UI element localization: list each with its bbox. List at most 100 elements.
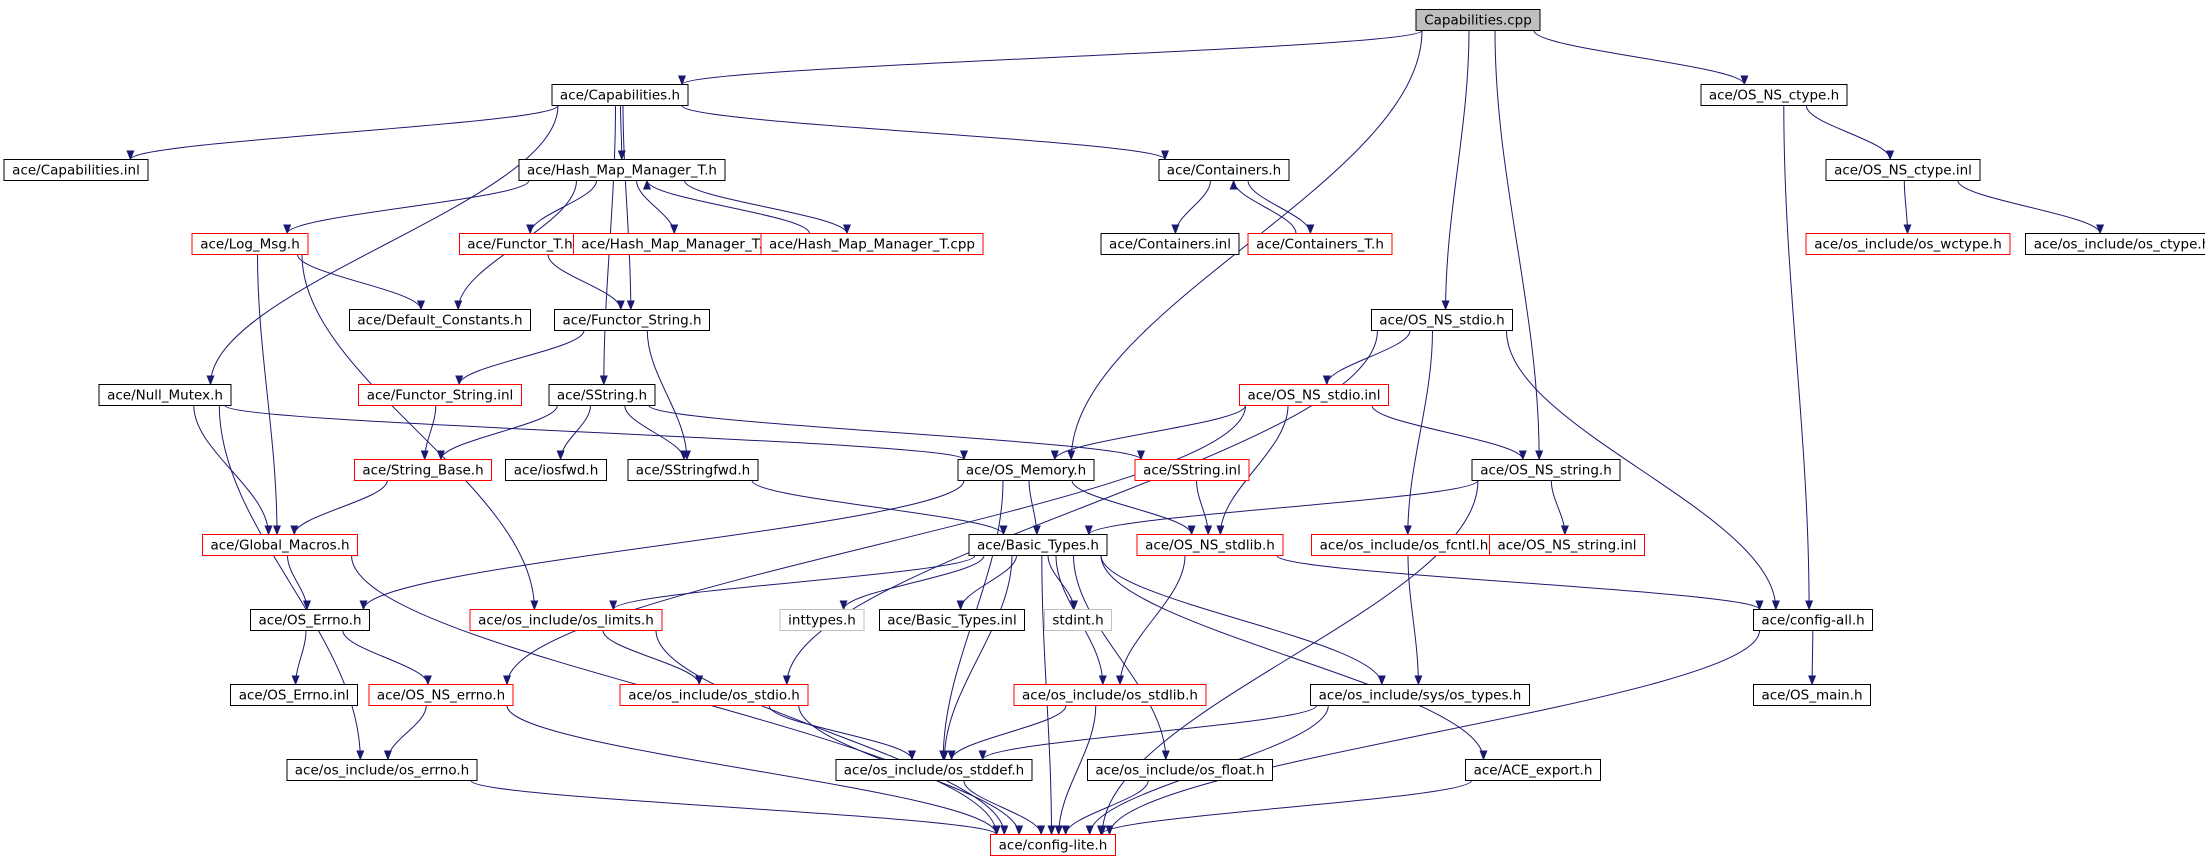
node-sstring-inl[interactable]: ace/SString.inl	[1134, 459, 1250, 481]
edge-cap-h-to-cap-inl	[126, 105, 559, 161]
node-basic-inl[interactable]: ace/Basic_Types.inl	[879, 609, 1025, 631]
node-cap-h[interactable]: ace/Capabilities.h	[551, 84, 689, 106]
node-ostypes[interactable]: ace/os_include/sys/os_types.h	[1310, 684, 1530, 706]
node-sstring-h[interactable]: ace/SString.h	[548, 384, 656, 406]
node-label: ace/OS_Errno.h	[258, 613, 361, 629]
node-label: ace/os_include/os_ctype.h	[2034, 237, 2205, 253]
node-box	[1044, 609, 1112, 631]
node-label: ace/SString.h	[557, 388, 647, 404]
edge-stdio-inl-to-nserrno	[503, 405, 1246, 686]
edge-basictypes-to-osfloat	[1073, 555, 1170, 761]
node-oslimits[interactable]: ace/os_include/os_limits.h	[469, 609, 663, 631]
node-hmm-h[interactable]: ace/Hash_Map_Manager_T.h	[518, 159, 726, 181]
edge-sstring-h-to-strbase	[436, 405, 558, 461]
node-box	[619, 684, 809, 706]
node-osstdlib[interactable]: ace/os_include/os_stdlib.h	[1013, 684, 1207, 706]
node-configall[interactable]: ace/config-all.h	[1753, 609, 1873, 631]
node-cont-h[interactable]: ace/Containers.h	[1158, 159, 1290, 181]
node-basictypes[interactable]: ace/Basic_Types.h	[968, 534, 1108, 556]
node-box	[627, 459, 759, 481]
node-stdio-h[interactable]: ace/OS_NS_stdio.h	[1371, 309, 1513, 331]
edge-nserrno-to-configlite	[506, 705, 1001, 836]
node-strbase[interactable]: ace/String_Base.h	[354, 459, 492, 481]
node-aceexport[interactable]: ace/ACE_export.h	[1465, 759, 1601, 781]
node-label: ace/OS_main.h	[1761, 688, 1862, 704]
node-box	[1134, 459, 1250, 481]
node-cont-inl[interactable]: ace/Containers.inl	[1100, 233, 1240, 255]
node-osstddef[interactable]: ace/os_include/os_stddef.h	[835, 759, 1033, 781]
node-osmain[interactable]: ace/OS_main.h	[1753, 684, 1871, 706]
node-box	[1310, 684, 1530, 706]
node-osstdio[interactable]: ace/os_include/os_stdio.h	[619, 684, 809, 706]
edge-stdio-inl-to-nsstring-h	[1371, 405, 1527, 461]
node-nsstring-inl[interactable]: ace/OS_NS_string.inl	[1489, 534, 1645, 556]
edge-nserrno-to-oserrno-os	[383, 705, 427, 761]
node-hmm-inl[interactable]: ace/Hash_Map_Manager_T.inl	[573, 233, 787, 255]
node-box	[879, 609, 1025, 631]
edge-ctype-inl-to-os-wctype	[1903, 180, 1912, 235]
node-label: ace/config-all.h	[1761, 613, 1864, 629]
edge-cap-h-to-functorstr-h	[622, 105, 635, 311]
node-box	[1465, 759, 1601, 781]
node-ctype-inl[interactable]: ace/OS_NS_ctype.inl	[1825, 159, 1981, 181]
node-label: ace/os_include/os_stdio.h	[628, 688, 800, 704]
node-stdio-inl[interactable]: ace/OS_NS_stdio.inl	[1239, 384, 1389, 406]
edge-stdio-h-to-osstdio	[782, 330, 1378, 686]
edge-capcpp-to-cap-h	[678, 30, 1423, 86]
node-cap-inl[interactable]: ace/Capabilities.inl	[3, 159, 149, 181]
node-functor-h[interactable]: ace/Functor_T.h	[459, 233, 581, 255]
node-label: ace/OS_Errno.inl	[239, 688, 350, 704]
node-label: ace/Containers.inl	[1109, 237, 1231, 253]
edge-hmm-h-to-functor-h	[526, 180, 597, 235]
node-label: ace/os_include/sys/os_types.h	[1319, 688, 1522, 704]
edge-basictypes-to-aceexport	[1100, 555, 1488, 761]
node-functorstr-h[interactable]: ace/Functor_String.h	[554, 309, 710, 331]
node-nserrno[interactable]: ace/OS_NS_errno.h	[368, 684, 514, 706]
edge-sstring-h-to-sstrfwd	[624, 405, 688, 461]
node-osfloat[interactable]: ace/os_include/os_float.h	[1087, 759, 1273, 781]
node-box	[354, 459, 492, 481]
edge-hmm-cpp-to-hmm-h	[643, 179, 810, 234]
node-defconst[interactable]: ace/Default_Constants.h	[349, 309, 531, 331]
edge-oserrno-os-to-configlite	[470, 780, 1001, 836]
node-box	[1753, 609, 1873, 631]
node-sstrfwd[interactable]: ace/SStringfwd.h	[627, 459, 759, 481]
node-box	[1100, 233, 1240, 255]
node-ctype-h[interactable]: ace/OS_NS_ctype.h	[1700, 84, 1848, 106]
node-label: ace/ACE_export.h	[1474, 763, 1593, 779]
node-box	[957, 459, 1095, 481]
node-label: ace/Basic_Types.inl	[887, 613, 1016, 629]
node-label: ace/os_include/os_wctype.h	[1814, 237, 2002, 253]
node-nullmutex[interactable]: ace/Null_Mutex.h	[98, 384, 232, 406]
node-label: ace/Log_Msg.h	[200, 237, 300, 253]
edge-layer	[126, 30, 2105, 836]
node-os-ctype[interactable]: ace/os_include/os_ctype.h	[2025, 233, 2205, 255]
node-label: inttypes.h	[788, 613, 856, 629]
node-oserrno-inl[interactable]: ace/OS_Errno.inl	[230, 684, 358, 706]
node-hmm-cpp[interactable]: ace/Hash_Map_Manager_T.cpp	[760, 233, 984, 255]
node-iosfwd[interactable]: ace/iosfwd.h	[505, 459, 607, 481]
node-cont-t[interactable]: ace/Containers_T.h	[1247, 233, 1393, 255]
node-configlite[interactable]: ace/config-lite.h	[990, 834, 1116, 856]
node-oserrno[interactable]: ace/OS_Errno.h	[250, 609, 370, 631]
node-nsstring-h[interactable]: ace/OS_NS_string.h	[1471, 459, 1621, 481]
node-oserrno-os[interactable]: ace/os_include/os_errno.h	[286, 759, 478, 781]
node-os-wctype[interactable]: ace/os_include/os_wctype.h	[1805, 233, 2011, 255]
node-globmac[interactable]: ace/Global_Macros.h	[202, 534, 358, 556]
node-box	[1247, 233, 1393, 255]
edge-globmac-to-oserrno	[287, 555, 311, 611]
node-nsstdlib[interactable]: ace/OS_NS_stdlib.h	[1136, 534, 1284, 556]
node-osfcntl[interactable]: ace/os_include/os_fcntl.h	[1311, 534, 1497, 556]
edge-strbase-to-globmac	[290, 480, 388, 536]
edge-sstring-h-to-sstring-inl	[648, 405, 1145, 461]
node-osmem[interactable]: ace/OS_Memory.h	[957, 459, 1095, 481]
edge-capcpp-to-osmem	[1067, 30, 1423, 461]
edge-cont-h-to-cont-t	[1247, 180, 1315, 235]
edge-ctype-h-to-configall	[1783, 105, 1814, 611]
node-functorstr-inl[interactable]: ace/Functor_String.inl	[358, 384, 522, 406]
node-label: ace/Capabilities.h	[560, 88, 680, 104]
edge-osstdlib-to-osstddef	[947, 705, 1067, 761]
node-capcpp[interactable]: Capabilities.cpp	[1415, 9, 1541, 31]
edge-configall-to-osmain	[1808, 630, 1817, 686]
node-logmsg[interactable]: ace/Log_Msg.h	[191, 233, 309, 255]
